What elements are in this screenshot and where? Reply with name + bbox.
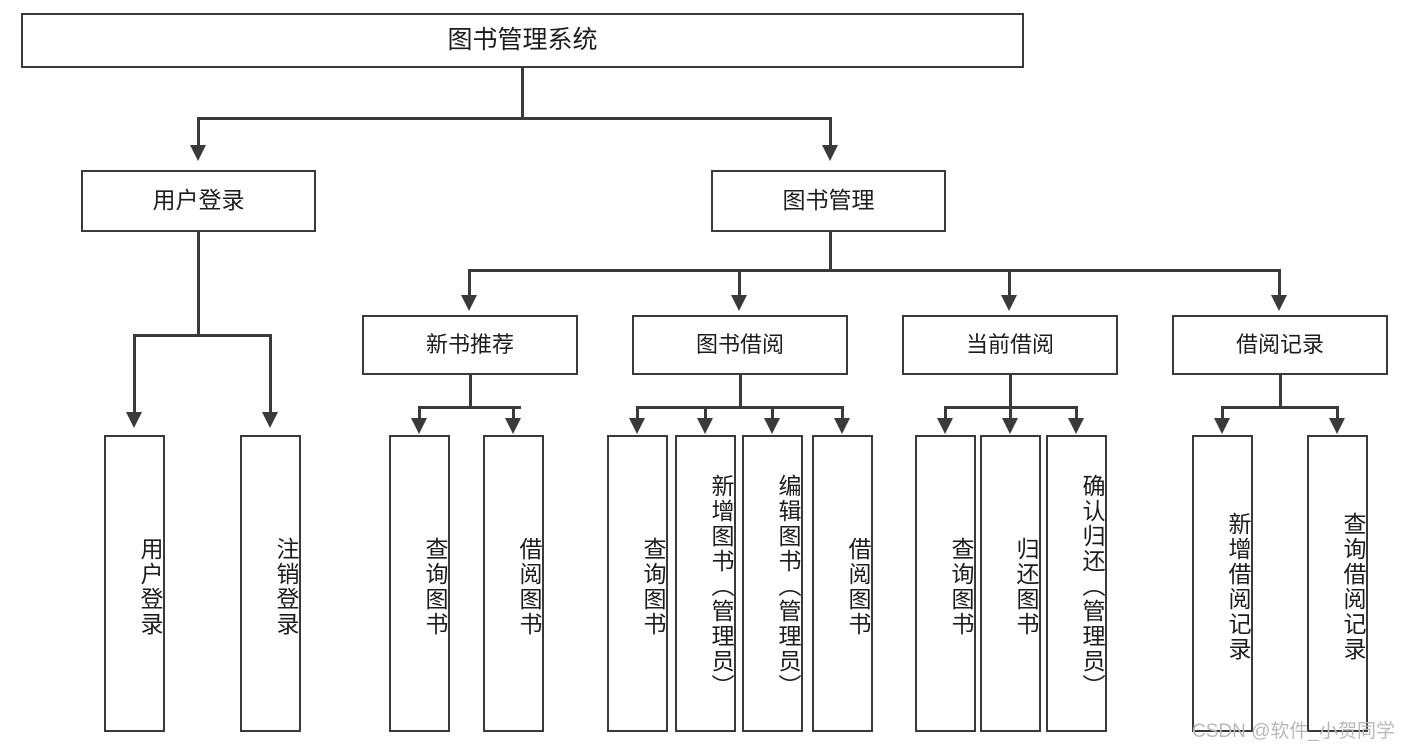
connector-book-borrow-stem bbox=[739, 375, 742, 408]
arrowhead-book-manage-child-1 bbox=[461, 295, 477, 311]
leaf-book-borrow-edit[interactable]: 编辑图书（管理员） bbox=[742, 435, 803, 732]
connector-user-login-bus bbox=[133, 334, 271, 337]
connector-book-manage-child-1 bbox=[468, 269, 471, 297]
connector-book-borrow-child-3 bbox=[771, 406, 774, 420]
connector-book-borrow-bus bbox=[636, 406, 844, 409]
node-label: 借阅图书 bbox=[845, 536, 871, 637]
arrowhead-new-book-child-1 bbox=[411, 418, 427, 434]
node-label: 图书管理 bbox=[782, 187, 875, 214]
arrowhead-book-manage-child-2 bbox=[731, 295, 747, 311]
arrowhead-book-borrow-child-3 bbox=[764, 418, 780, 434]
connector-new-book-stem bbox=[469, 375, 472, 408]
watermark-text: CSDN @软件_小贺同学 bbox=[1192, 721, 1395, 742]
connector-book-manage-child-2 bbox=[738, 269, 741, 297]
node-new-book-recommend[interactable]: 新书推荐 bbox=[362, 315, 578, 375]
node-root-system[interactable]: 图书管理系统 bbox=[21, 13, 1024, 68]
node-user-login[interactable]: 用户登录 bbox=[81, 170, 316, 232]
node-book-manage[interactable]: 图书管理 bbox=[711, 170, 946, 232]
node-label: 注销登录 bbox=[273, 536, 299, 637]
connector-new-book-child-1 bbox=[418, 406, 421, 420]
connector-book-borrow-child-2 bbox=[704, 406, 707, 420]
node-label: 新增图书（管理员） bbox=[708, 474, 734, 699]
arrowhead-user-login-child-1 bbox=[126, 412, 142, 428]
node-label: 归还图书 bbox=[1013, 536, 1039, 637]
node-label: 查询图书 bbox=[640, 536, 666, 637]
node-label: 图书借阅 bbox=[695, 332, 784, 358]
arrowhead-book-borrow-child-4 bbox=[834, 418, 850, 434]
arrowhead-borrow-record-child-1 bbox=[1214, 418, 1230, 434]
node-label: 确认归还（管理员） bbox=[1079, 474, 1105, 699]
leaf-new-book-borrow[interactable]: 借阅图书 bbox=[483, 435, 544, 732]
node-book-borrow[interactable]: 图书借阅 bbox=[632, 315, 848, 375]
connector-borrow-record-child-2 bbox=[1336, 406, 1339, 420]
connector-root-bus bbox=[197, 117, 831, 120]
arrowhead-current-borrow-child-2 bbox=[1002, 418, 1018, 434]
arrowhead-book-borrow-child-1 bbox=[629, 418, 645, 434]
arrowhead-user-login-child-2 bbox=[262, 412, 278, 428]
node-label: 查询图书 bbox=[948, 536, 974, 637]
arrowhead-current-borrow-child-1 bbox=[937, 418, 953, 434]
arrowhead-new-book-child-2 bbox=[505, 418, 521, 434]
connector-current-borrow-stem bbox=[1009, 375, 1012, 408]
connector-root-stem bbox=[521, 68, 524, 119]
connector-book-borrow-child-1 bbox=[636, 406, 639, 420]
leaf-book-borrow-query[interactable]: 查询图书 bbox=[607, 435, 668, 732]
arrowhead-book-manage-child-4 bbox=[1271, 295, 1287, 311]
connector-book-borrow-child-4 bbox=[841, 406, 844, 420]
node-label: 用户登录 bbox=[152, 187, 245, 214]
node-label: 新增借阅记录 bbox=[1225, 511, 1251, 662]
connector-current-borrow-child-3 bbox=[1075, 406, 1078, 420]
node-label: 编辑图书（管理员） bbox=[775, 474, 801, 699]
leaf-book-borrow-add[interactable]: 新增图书（管理员） bbox=[675, 435, 736, 732]
arrowhead-book-manage-child-3 bbox=[1001, 295, 1017, 311]
connector-book-manage-stem bbox=[829, 232, 832, 271]
connector-book-manage-child-3 bbox=[1008, 269, 1011, 297]
leaf-current-borrow-query[interactable]: 查询图书 bbox=[915, 435, 976, 732]
node-label: 查询图书 bbox=[422, 536, 448, 637]
node-label: 当前借阅 bbox=[965, 332, 1054, 358]
connector-current-borrow-child-2 bbox=[1009, 406, 1012, 420]
node-label: 图书管理系统 bbox=[447, 25, 598, 54]
leaf-borrow-record-query[interactable]: 查询借阅记录 bbox=[1307, 435, 1368, 732]
connector-root-to-book-manage bbox=[829, 117, 832, 147]
node-label: 借阅图书 bbox=[516, 536, 542, 637]
arrowhead-root-to-user-login bbox=[190, 145, 206, 161]
connector-root-to-user-login bbox=[197, 117, 200, 147]
connector-book-manage-child-4 bbox=[1278, 269, 1281, 297]
node-label: 用户登录 bbox=[137, 536, 163, 637]
connector-user-login-child-2 bbox=[269, 334, 272, 414]
arrowhead-book-borrow-child-2 bbox=[697, 418, 713, 434]
connector-new-book-child-2 bbox=[512, 406, 515, 420]
arrowhead-root-to-book-manage bbox=[822, 145, 838, 161]
leaf-new-book-query[interactable]: 查询图书 bbox=[389, 435, 450, 732]
node-label: 借阅记录 bbox=[1235, 332, 1324, 358]
node-label: 查询借阅记录 bbox=[1340, 511, 1366, 662]
connector-current-borrow-child-1 bbox=[944, 406, 947, 420]
leaf-current-borrow-confirm-return[interactable]: 确认归还（管理员） bbox=[1046, 435, 1107, 732]
leaf-borrow-record-add[interactable]: 新增借阅记录 bbox=[1192, 435, 1253, 732]
leaf-user-login-login[interactable]: 用户登录 bbox=[104, 435, 165, 732]
connector-borrow-record-stem bbox=[1279, 375, 1282, 408]
leaf-book-borrow-borrow[interactable]: 借阅图书 bbox=[812, 435, 873, 732]
connector-book-manage-bus bbox=[468, 269, 1280, 272]
node-label: 新书推荐 bbox=[425, 332, 514, 358]
arrowhead-current-borrow-child-3 bbox=[1068, 418, 1084, 434]
connector-borrow-record-bus bbox=[1221, 406, 1338, 409]
connector-borrow-record-child-1 bbox=[1221, 406, 1224, 420]
connector-new-book-bus bbox=[418, 406, 521, 409]
node-borrow-record[interactable]: 借阅记录 bbox=[1172, 315, 1388, 375]
connector-user-login-child-1 bbox=[133, 334, 136, 414]
leaf-current-borrow-return[interactable]: 归还图书 bbox=[980, 435, 1041, 732]
connector-user-login-stem bbox=[197, 232, 200, 336]
leaf-user-login-logout[interactable]: 注销登录 bbox=[240, 435, 301, 732]
arrowhead-borrow-record-child-2 bbox=[1329, 418, 1345, 434]
node-current-borrow[interactable]: 当前借阅 bbox=[902, 315, 1118, 375]
